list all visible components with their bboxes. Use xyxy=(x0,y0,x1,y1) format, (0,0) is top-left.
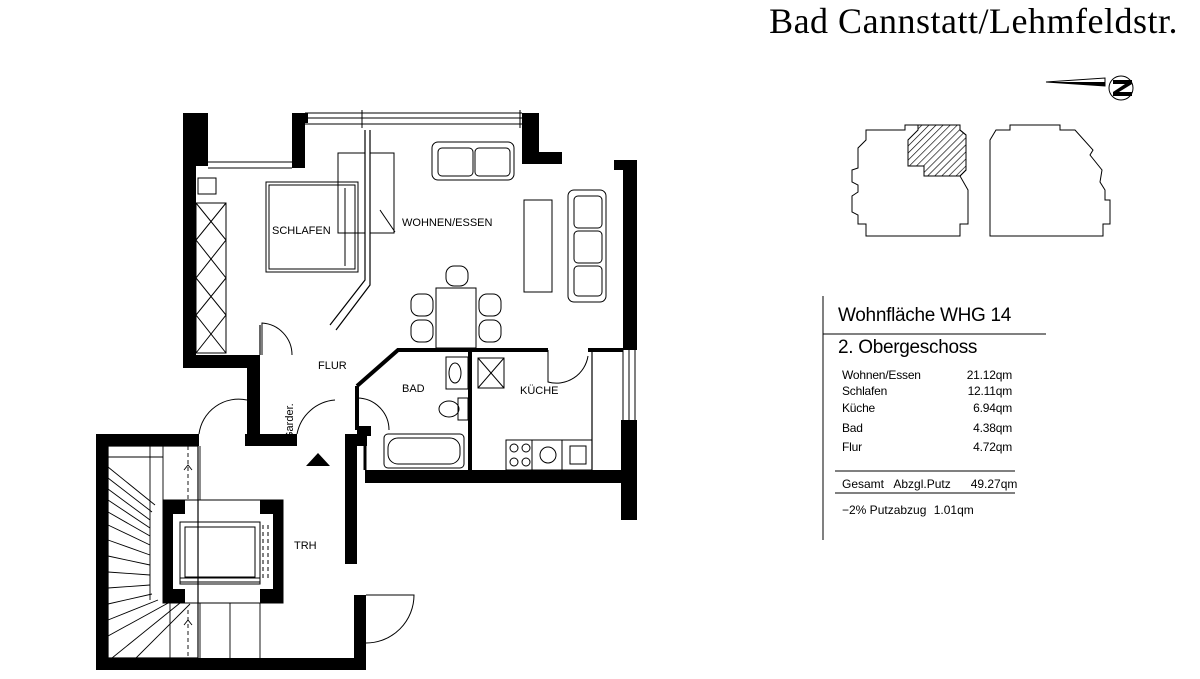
entrance-arrow xyxy=(306,453,330,466)
room-label-wohnen: WOHNEN/ESSEN xyxy=(402,217,493,229)
legend-row-name: Flur xyxy=(842,440,862,454)
legend-row-value: 21.12qm xyxy=(966,368,1013,382)
bed xyxy=(265,181,359,273)
wardrobe xyxy=(195,177,227,354)
legend-floor: 2. Obergeschoss xyxy=(838,337,978,358)
dining-table xyxy=(410,265,502,349)
elevator-shaft xyxy=(162,499,284,604)
coffee-table xyxy=(523,199,553,293)
legend-total-sub: Abzgl.Putz xyxy=(893,477,951,491)
legend-lines xyxy=(822,296,1046,540)
legend-total-value: 49.27qm xyxy=(970,477,1018,491)
legend-total-label: Gesamt xyxy=(842,477,885,491)
bathtub xyxy=(383,433,465,469)
legend-deduct-label: −2% Putzabzug xyxy=(842,503,927,517)
legend-title: Wohnfläche WHG 14 xyxy=(838,305,1012,326)
legend-row-name: Bad xyxy=(842,421,863,435)
legend-deduction: −2% Putzabzug 1.01qm xyxy=(842,503,974,517)
legend-row-name: Wohnen/Essen xyxy=(842,368,921,382)
kitchen-counter xyxy=(477,357,593,471)
exterior-walls xyxy=(96,113,637,670)
room-label-garderobe: Garder. xyxy=(284,403,296,440)
washbasin xyxy=(445,356,469,390)
legend-row-value: 4.72qm xyxy=(973,440,1012,454)
windows xyxy=(208,110,636,420)
sofa-top xyxy=(431,141,515,181)
doors xyxy=(198,322,589,644)
room-label-kueche: KÜCHE xyxy=(520,385,559,397)
legend-row-value: 6.94qm xyxy=(973,401,1012,415)
toilet xyxy=(438,397,469,421)
legend-row-name: Schlafen xyxy=(842,384,888,398)
legend-deduct-value: 1.01qm xyxy=(933,503,974,517)
shelf xyxy=(337,152,396,234)
room-label-bad: BAD xyxy=(402,383,425,395)
project-title: Bad Cannstatt/Lehmfeldstr. xyxy=(769,1,1178,41)
legend-row-value: 12.11qm xyxy=(967,384,1013,398)
room-label-flur: FLUR xyxy=(318,360,347,372)
sofa-right xyxy=(567,189,607,303)
room-label-schlafen: SCHLAFEN xyxy=(272,225,331,237)
legend-row-value: 4.38qm xyxy=(973,421,1012,435)
stairs xyxy=(107,446,261,659)
key-plan xyxy=(851,124,1111,237)
legend-row-name: Küche xyxy=(842,401,876,415)
legend-total: Gesamt Abzgl.Putz 49.27qm xyxy=(842,477,1017,491)
compass-icon xyxy=(1045,75,1134,101)
room-label-trh: TRH xyxy=(294,540,317,552)
